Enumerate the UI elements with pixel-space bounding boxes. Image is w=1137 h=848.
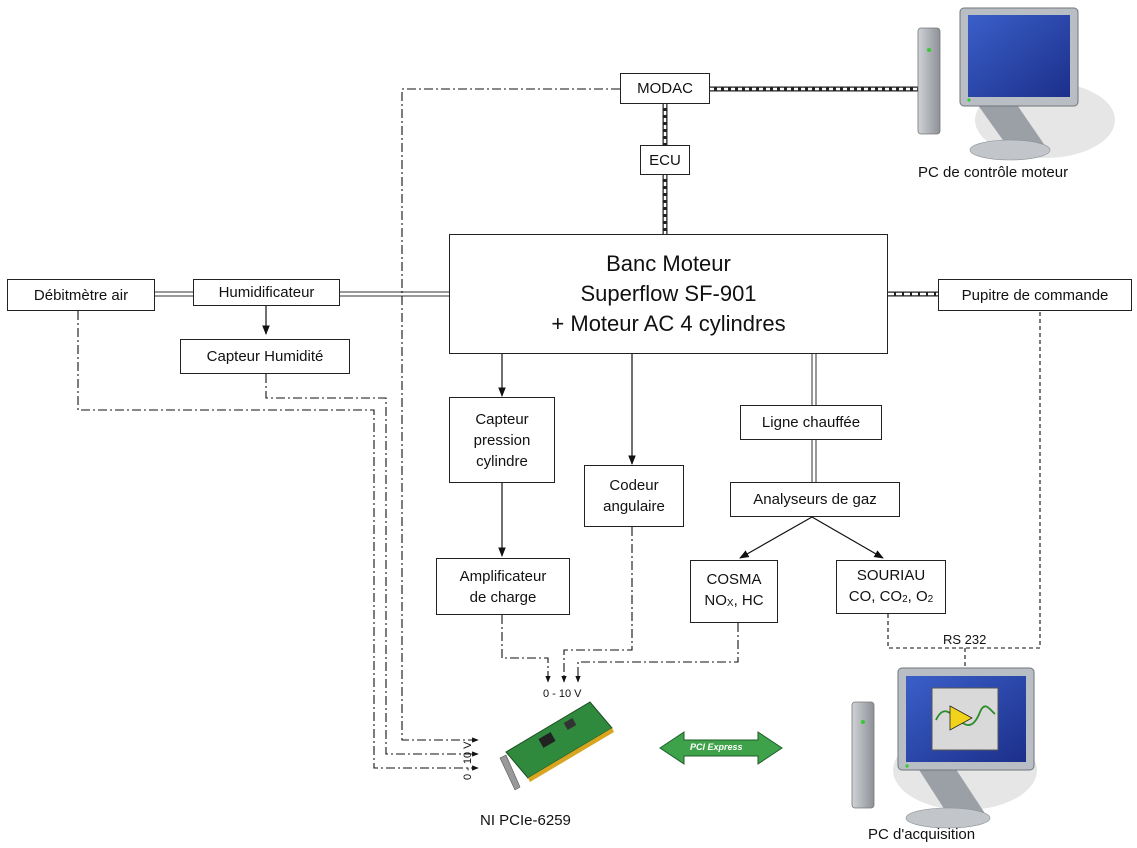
digital-links bbox=[662, 86, 938, 297]
pipe-links bbox=[155, 291, 817, 482]
pc-acquisition-label: PC d'acquisition bbox=[868, 826, 976, 843]
humidificateur-box: Humidificateur bbox=[193, 279, 340, 306]
daq-card-icon bbox=[499, 701, 614, 791]
debitmetre-label: Débitmètre air bbox=[33, 286, 129, 304]
capteur-pression-line-1: Capteur bbox=[475, 410, 529, 428]
capteur-humidite-box: Capteur Humidité bbox=[180, 339, 350, 374]
ligne-chauffee-box: Ligne chauffée bbox=[740, 405, 882, 440]
codeur-box: Codeur angulaire bbox=[584, 465, 684, 527]
pupitre-label: Pupitre de commande bbox=[961, 286, 1109, 304]
capteur-pression-box: Capteur pression cylindre bbox=[449, 397, 555, 483]
analog-lines bbox=[77, 88, 739, 771]
souriau-line-2: CO, CO2, O2 bbox=[849, 586, 933, 610]
pupitre-box: Pupitre de commande bbox=[938, 279, 1132, 311]
amplificateur-line-2: de charge bbox=[469, 588, 537, 606]
amplificateur-line-1: Amplificateur bbox=[459, 567, 547, 585]
modac-box: MODAC bbox=[620, 73, 710, 104]
souriau-box: SOURIAU CO, CO2, O2 bbox=[836, 560, 946, 614]
cosma-line-2: NOX, HC bbox=[704, 590, 763, 614]
capteur-pression-line-2: pression bbox=[473, 431, 531, 449]
pc-control-label: PC de contrôle moteur bbox=[918, 164, 1069, 181]
bench-line-3: + Moteur AC 4 cylindres bbox=[551, 311, 786, 336]
rs232-lines bbox=[887, 311, 1041, 670]
analyseurs-box: Analyseurs de gaz bbox=[730, 482, 900, 517]
codeur-line-1: Codeur bbox=[609, 477, 659, 494]
cosma-no: NO bbox=[704, 592, 727, 609]
modac-label: MODAC bbox=[637, 80, 693, 97]
engine-bench-box: Banc Moteur Superflow SF-901 + Moteur AC… bbox=[449, 234, 888, 354]
cosma-hc: , HC bbox=[733, 592, 764, 609]
souriau-co2-sub: 2 bbox=[902, 593, 908, 605]
capteur-pression-line-3: cylindre bbox=[476, 452, 528, 470]
cosma-box: COSMA NOX, HC bbox=[690, 560, 778, 623]
capteur-humidite-label: Capteur Humidité bbox=[206, 348, 324, 365]
debitmetre-box: Débitmètre air bbox=[7, 279, 155, 311]
pc-acquisition-icon bbox=[851, 667, 1037, 829]
pci-express-arrow bbox=[659, 731, 783, 765]
signal-arrows bbox=[262, 306, 884, 559]
cosma-line-1: COSMA bbox=[706, 571, 762, 588]
bench-line-1: Banc Moteur bbox=[606, 251, 731, 276]
souriau-o2-sub: 2 bbox=[927, 593, 934, 605]
pci-express-label: PCI Express bbox=[690, 742, 743, 752]
voltage-range-top: 0 - 10 V bbox=[543, 688, 582, 700]
souriau-co: CO, CO bbox=[848, 587, 903, 605]
amplificateur-box: Amplificateur de charge bbox=[436, 558, 570, 615]
humidificateur-label: Humidificateur bbox=[218, 284, 315, 301]
souriau-o: , O bbox=[907, 587, 928, 605]
codeur-line-2: angulaire bbox=[603, 498, 665, 515]
ligne-chauffee-label: Ligne chauffée bbox=[761, 414, 861, 431]
voltage-range-left: 0 - 10 V bbox=[462, 741, 474, 780]
bench-line-2: Superflow SF-901 bbox=[580, 281, 757, 306]
cosma-x: X bbox=[726, 598, 734, 609]
ecu-label: ECU bbox=[649, 151, 681, 169]
ecu-box: ECU bbox=[640, 145, 690, 175]
pc-control-icon bbox=[917, 7, 1115, 161]
analyseurs-label: Analyseurs de gaz bbox=[753, 491, 877, 508]
rs232-label: RS 232 bbox=[943, 632, 987, 647]
souriau-line-1: SOURIAU bbox=[856, 566, 926, 584]
daq-card-label: NI PCIe-6259 bbox=[480, 812, 571, 829]
